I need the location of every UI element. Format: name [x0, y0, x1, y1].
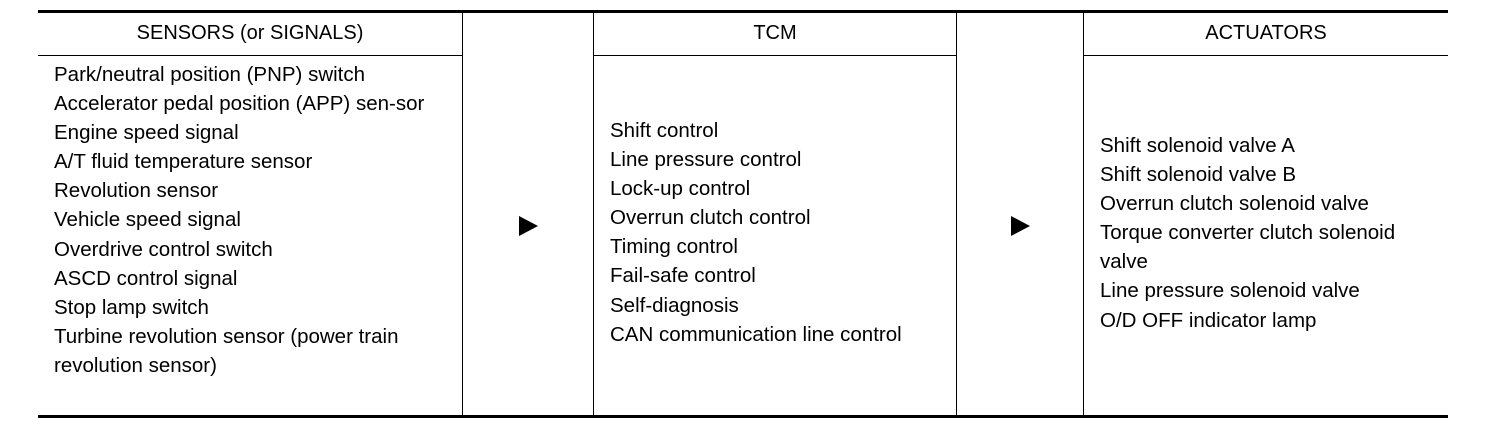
actuator-item: Overrun clutch solenoid valve — [1100, 192, 1369, 216]
tcm-item: Line pressure control — [610, 148, 802, 172]
sensors-list: Park/neutral position (PNP) switch Accel… — [54, 60, 454, 380]
sensor-item: Park/neutral position (PNP) switch — [54, 63, 366, 86]
tcm-item: Self-diagnosis — [610, 293, 739, 317]
tcm-item: Shift control — [610, 119, 719, 142]
actuator-item: Torque converter clutch solenoid valve — [1100, 221, 1396, 274]
sensors-column: SENSORS (or SIGNALS) Park/neutral positi… — [38, 13, 463, 415]
tcm-header: TCM — [594, 13, 956, 56]
tcm-item: Timing control — [610, 235, 738, 259]
actuators-column: ACTUATORS Shift solenoid valve A Shift s… — [1084, 13, 1448, 415]
actuator-item: Shift solenoid valve A — [1100, 134, 1295, 157]
tcm-item: Lock-up control — [610, 177, 751, 201]
sensor-item: Stop lamp switch — [54, 295, 209, 319]
right-arrow-icon — [519, 216, 538, 236]
tcm-item: Fail-safe control — [610, 264, 756, 288]
sensor-item: Turbine revolution sensor (power train r… — [54, 324, 399, 377]
control-system-table: SENSORS (or SIGNALS) Park/neutral positi… — [38, 10, 1448, 418]
arrow-column-1 — [463, 13, 594, 415]
sensor-item: Engine speed signal — [54, 121, 239, 145]
sensor-item: Accelerator pedal position (APP) sen-sor — [54, 92, 425, 116]
tcm-item: CAN communication line control — [610, 322, 902, 346]
actuator-item: O/D OFF indicator lamp — [1100, 308, 1317, 332]
actuators-list: Shift solenoid valve A Shift solenoid va… — [1100, 131, 1445, 335]
actuator-item: Line pressure solenoid valve — [1100, 279, 1360, 303]
right-arrow-icon — [1011, 216, 1030, 236]
arrow-column-2 — [957, 13, 1084, 415]
tcm-list: Shift control Line pressure control Lock… — [610, 116, 955, 349]
sensors-header: SENSORS (or SIGNALS) — [38, 13, 462, 56]
actuators-header: ACTUATORS — [1084, 13, 1448, 56]
sensor-item: Overdrive control switch — [54, 237, 273, 261]
sensor-item: Revolution sensor — [54, 179, 219, 203]
sensor-item: ASCD control signal — [54, 266, 238, 290]
sensor-item: A/T fluid temperature sensor — [54, 150, 313, 174]
tcm-column: TCM Shift control Line pressure control … — [594, 13, 957, 415]
actuator-item: Shift solenoid valve B — [1100, 163, 1297, 187]
sensor-item: Vehicle speed signal — [54, 208, 241, 232]
tcm-item: Overrun clutch control — [610, 206, 811, 230]
